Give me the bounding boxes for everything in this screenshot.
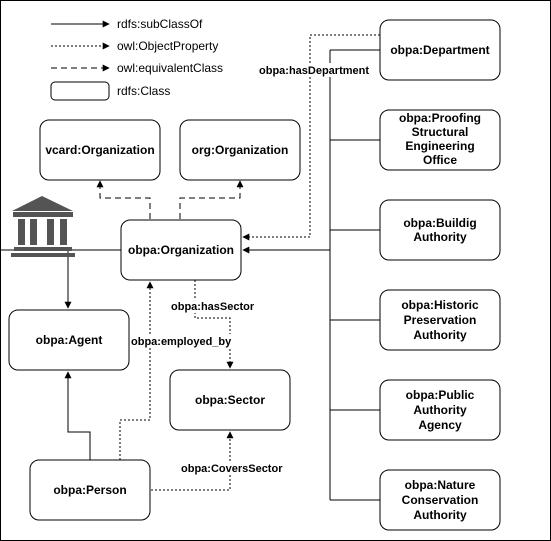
label-coverssector: obpa:CoversSector — [181, 463, 283, 475]
legend-objectproperty-label: owl:ObjectProperty — [117, 39, 218, 53]
label-employedby: obpa:employed_by — [131, 336, 232, 348]
node-vcard-organization-label: vcard:Organization — [45, 143, 154, 157]
node-department-label: obpa:Department — [390, 43, 489, 57]
edge-employedby — [119, 281, 154, 460]
node-agent: obpa:Agent — [8, 309, 130, 371]
node-proofing-line3: Engineering — [405, 139, 474, 153]
node-historic-line1: obpa:Historic — [401, 298, 479, 312]
node-nature-line1: obpa:Nature — [405, 478, 476, 492]
node-public-line3: Agency — [418, 418, 462, 432]
legend: rdfs:subClassOf owl:ObjectProperty owl:e… — [50, 17, 223, 101]
edge-hassector — [194, 280, 234, 369]
node-public-agency: obpa:Public Authority Agency — [379, 379, 501, 441]
node-vcard-organization: vcard:Organization — [39, 119, 161, 181]
node-historic-line2: Preservation — [404, 313, 477, 327]
node-sector: obpa:Sector — [169, 369, 291, 431]
node-proofing-line1: obpa:Proofing — [399, 111, 481, 125]
node-person-label: obpa:Person — [53, 483, 126, 497]
node-nature-line3: Authority — [413, 508, 467, 522]
institution-building-icon — [11, 196, 75, 257]
label-bg-hassector — [170, 299, 270, 313]
node-historic-line3: Authority — [413, 328, 467, 342]
node-proofing: obpa:Proofing Structural Engineering Off… — [379, 109, 501, 171]
node-person: obpa:Person — [29, 459, 151, 521]
node-obpa-organization-label: obpa:Organization — [128, 243, 234, 257]
node-sector-label: obpa:Sector — [195, 393, 265, 407]
node-org-organization-label: org:Organization — [192, 143, 289, 157]
legend-subclass-label: rdfs:subClassOf — [117, 17, 203, 31]
edge-hasdepartment — [242, 34, 380, 241]
edge-coverssector — [151, 431, 234, 491]
node-public-line2: Authority — [413, 403, 467, 417]
node-building-line1: obpa:Buildig — [403, 216, 476, 230]
node-department: obpa:Department — [379, 19, 501, 81]
node-org-organization: org:Organization — [179, 119, 301, 181]
node-agent-label: obpa:Agent — [36, 333, 103, 347]
label-hasdepartment: obpa:hasDepartment — [259, 65, 369, 77]
edge-equiv-org — [179, 180, 244, 219]
legend-equivalent-label: owl:equivalentClass — [117, 61, 223, 75]
edge-equiv-vcard — [96, 180, 151, 219]
node-proofing-line2: Structural — [412, 125, 469, 139]
edge-organization-agent — [64, 249, 121, 309]
node-obpa-organization: obpa:Organization — [120, 219, 242, 281]
node-nature-line2: Conservation — [402, 493, 479, 507]
legend-class-box — [50, 81, 110, 101]
node-building-line2: Authority — [413, 230, 467, 244]
node-nature: obpa:Nature Conservation Authority — [379, 469, 501, 531]
legend-class-label: rdfs:Class — [117, 84, 170, 98]
label-bg-hasdepartment — [257, 63, 370, 77]
node-proofing-line4: Office — [423, 153, 457, 167]
label-bg-coverssector — [179, 461, 285, 475]
node-historic: obpa:Historic Preservation Authority — [379, 289, 501, 351]
node-public-line1: obpa:Public — [406, 388, 475, 402]
label-hassector: obpa:hasSector — [171, 301, 255, 313]
edge-person-agent — [64, 371, 91, 460]
node-building-authority: obpa:Buildig Authority — [379, 199, 501, 261]
label-bg-employedby — [130, 334, 234, 348]
